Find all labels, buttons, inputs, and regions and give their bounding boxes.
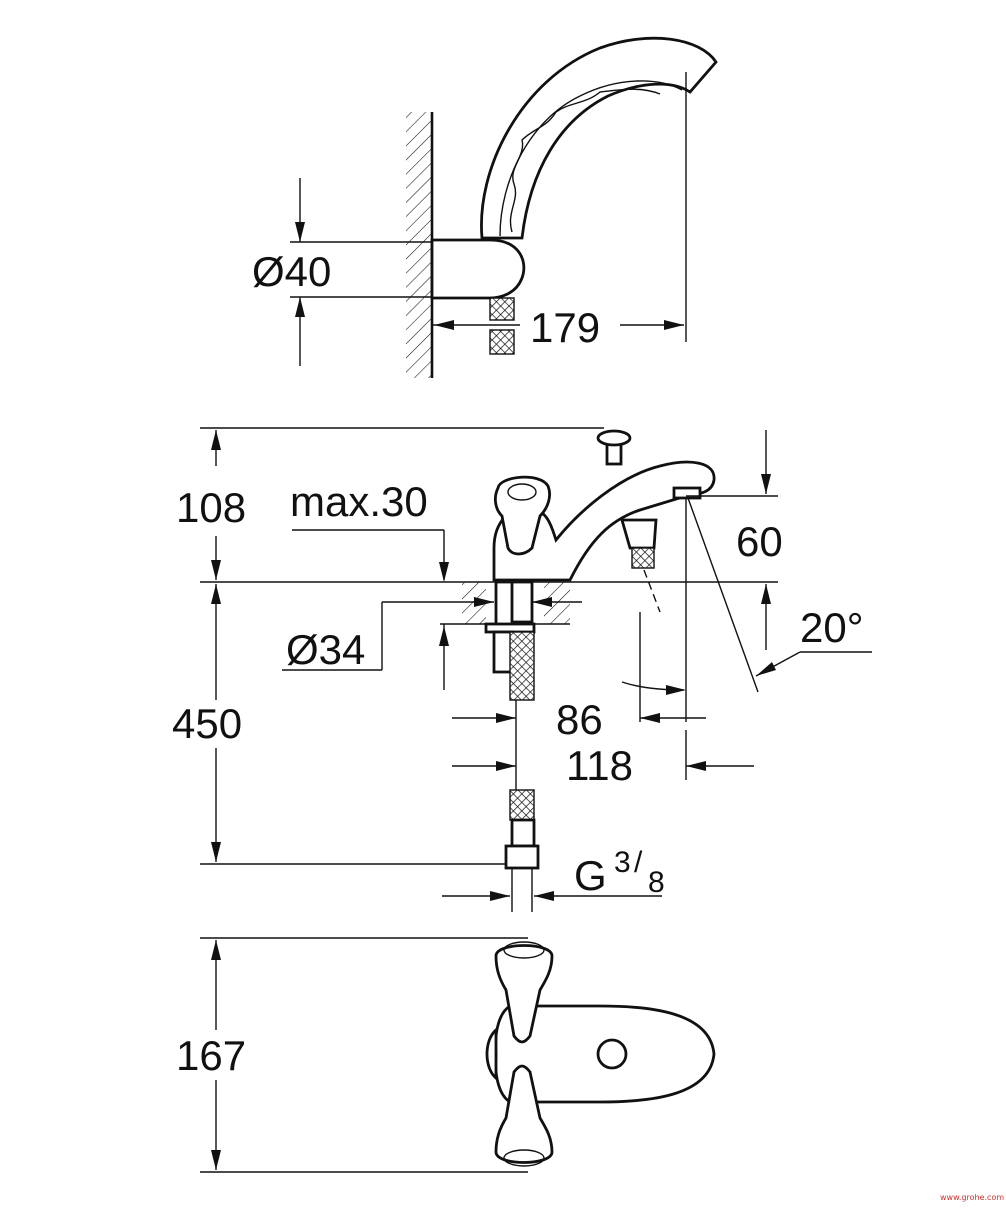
plan-handle-bottom-cap bbox=[503, 1149, 545, 1167]
d118-arrow-right bbox=[686, 761, 706, 771]
d40-arrow-top bbox=[295, 222, 305, 242]
dim-d118: 118 bbox=[566, 742, 633, 789]
shower-grip-wave bbox=[509, 88, 661, 233]
dim-g-slash: / bbox=[634, 846, 643, 879]
dim-d34: Ø34 bbox=[286, 626, 365, 673]
d34-arrow-left bbox=[474, 597, 494, 607]
dim-d179: 179 bbox=[530, 304, 600, 351]
d40-arrow-bottom bbox=[295, 297, 305, 317]
supply-fitting bbox=[510, 580, 534, 624]
hose-connector bbox=[620, 518, 658, 550]
d86-arrow-right bbox=[640, 713, 660, 723]
d108-arrow-top bbox=[211, 430, 221, 450]
d86-arrow-left bbox=[496, 713, 516, 723]
supply-hose bbox=[509, 631, 535, 701]
diverter-knob bbox=[596, 429, 632, 447]
plan-handle-bottom bbox=[494, 1064, 554, 1164]
dim-d450: 450 bbox=[172, 700, 242, 747]
d60-arrow-bottom bbox=[761, 584, 771, 604]
plan-side-bulge bbox=[485, 1027, 498, 1081]
d118-arrow-left bbox=[496, 761, 516, 771]
hose-nut bbox=[504, 844, 540, 870]
shower-inner-edge bbox=[499, 80, 683, 237]
dim-d108: 108 bbox=[176, 484, 246, 531]
dim-d60: 60 bbox=[736, 518, 783, 565]
hose-end bbox=[510, 818, 536, 848]
spout-outlet bbox=[672, 486, 702, 500]
dim-d167: 167 bbox=[176, 1032, 246, 1079]
g-arrow-right bbox=[534, 891, 554, 901]
dim-d40: Ø40 bbox=[252, 248, 331, 295]
d108-arrow-bottom bbox=[211, 560, 221, 580]
angle-line bbox=[687, 497, 759, 693]
dim-max30: max.30 bbox=[290, 478, 428, 525]
d60-arrow-top bbox=[761, 474, 771, 494]
g-arrow-left bbox=[490, 891, 510, 901]
d450-arrow-top bbox=[211, 584, 221, 604]
wall-hatch bbox=[406, 112, 432, 378]
watermark: www.grohe.com bbox=[940, 1193, 1004, 1202]
dim-g-main: G bbox=[574, 852, 607, 899]
plan-view: 167 bbox=[176, 937, 716, 1173]
dim-d86: 86 bbox=[556, 696, 603, 743]
supply-pipe-left bbox=[492, 630, 514, 674]
d167-arrow-top bbox=[211, 940, 221, 960]
plan-handle-top-cap bbox=[503, 941, 545, 959]
hose-connector-thread bbox=[631, 547, 655, 569]
hose-direction bbox=[643, 569, 661, 613]
wall-holder bbox=[430, 238, 526, 300]
hand-shower bbox=[480, 36, 718, 240]
d86-arc-arrow bbox=[666, 685, 686, 695]
max30-arrow-bottom bbox=[439, 626, 449, 646]
d167-arrow-bottom bbox=[211, 1150, 221, 1170]
handle bbox=[493, 475, 551, 556]
d34-arrow-right bbox=[532, 597, 552, 607]
max30-arrow-top bbox=[439, 562, 449, 582]
d179-arrow-left bbox=[434, 320, 454, 330]
dim-d20deg: 20° bbox=[800, 604, 864, 651]
front-view: 108 max.30 60 Ø34 20° bbox=[172, 427, 872, 912]
hose-lower bbox=[509, 789, 535, 821]
plan-handle-top bbox=[494, 944, 554, 1044]
side-view: Ø40 179 bbox=[252, 36, 718, 378]
hose-segment-top bbox=[489, 297, 515, 355]
handle-cap bbox=[507, 483, 537, 501]
dim-g-den: 8 bbox=[648, 866, 665, 899]
plan-diverter bbox=[596, 1038, 628, 1070]
dim-g-num: 3 bbox=[614, 846, 631, 879]
d179-arrow-right bbox=[664, 320, 684, 330]
d450-arrow-bottom bbox=[211, 842, 221, 862]
angle-arrow bbox=[756, 662, 776, 676]
